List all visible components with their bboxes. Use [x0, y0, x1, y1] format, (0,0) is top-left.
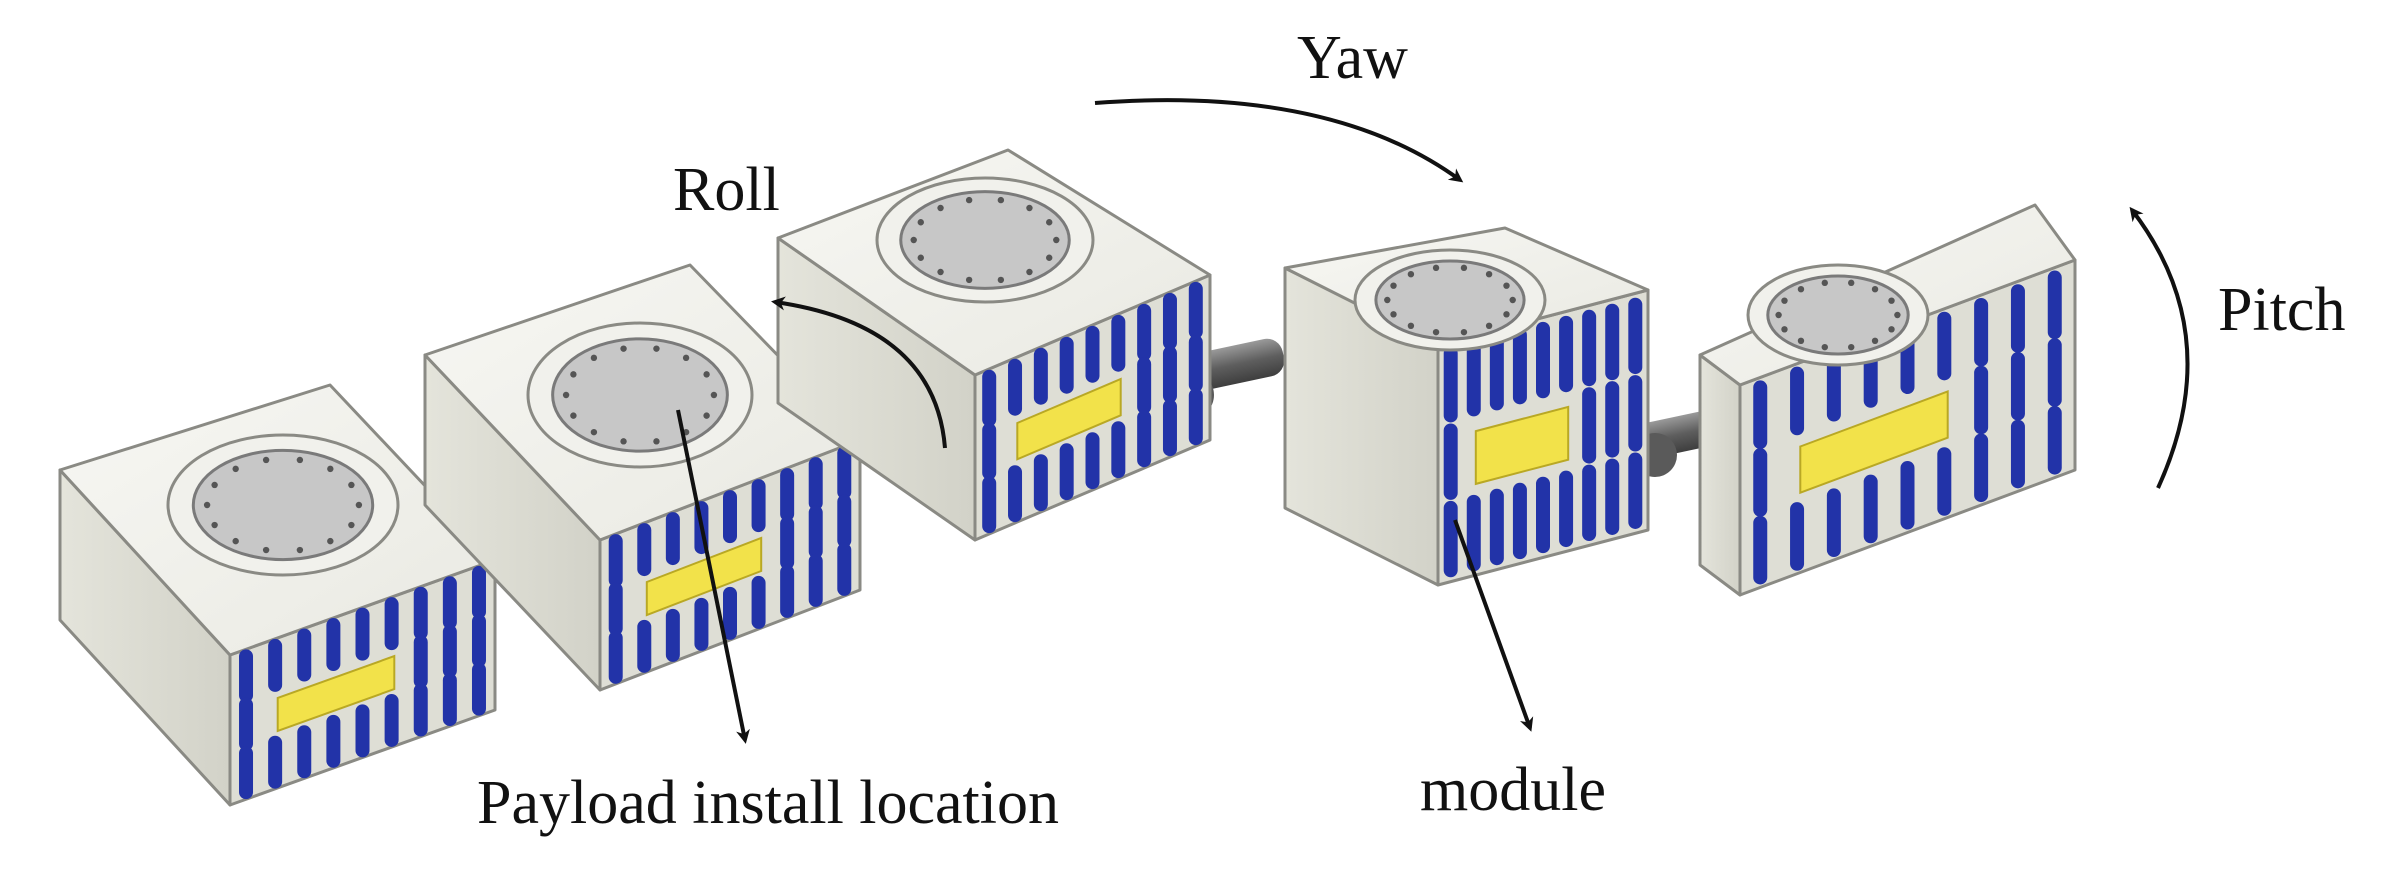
yaw-arrow-icon — [1094, 98, 1464, 183]
cube-module-icon — [776, 148, 1212, 542]
pitch-label: Pitch — [2218, 276, 2345, 344]
module-pointer-icon — [1453, 519, 1534, 732]
cube-module-icon — [58, 383, 497, 807]
module-front-face — [1698, 353, 1742, 597]
yellow-slot — [276, 654, 396, 733]
circular-hatch-icon — [526, 321, 754, 469]
pitch-arrow-icon — [2129, 206, 2190, 489]
circular-hatch-icon — [166, 433, 400, 577]
payload-install-location-label: Payload install location — [477, 769, 1059, 837]
vent-array — [1443, 297, 1643, 578]
vent-array — [982, 281, 1203, 534]
circular-hatch-icon — [875, 176, 1095, 304]
yellow-slot — [1016, 377, 1122, 461]
payload-pointer-icon — [676, 409, 750, 744]
yaw-label: Yaw — [1297, 24, 1408, 92]
vent-array — [608, 446, 852, 684]
circular-hatch-icon — [1746, 263, 1930, 367]
roll-arrow-icon — [771, 296, 947, 449]
modules-layer — [58, 148, 2077, 807]
module-label: module — [1420, 756, 1606, 824]
cube-module-icon — [1283, 226, 1650, 587]
yellow-slot — [1799, 390, 1949, 495]
circular-hatch-icon — [1353, 248, 1547, 352]
roll-label: Roll — [673, 156, 780, 224]
yellow-slot — [645, 536, 763, 617]
vent-array — [239, 565, 486, 800]
cube-module-icon — [1698, 203, 2077, 597]
yellow-slot — [1474, 405, 1570, 486]
vent-array — [1753, 270, 2062, 585]
